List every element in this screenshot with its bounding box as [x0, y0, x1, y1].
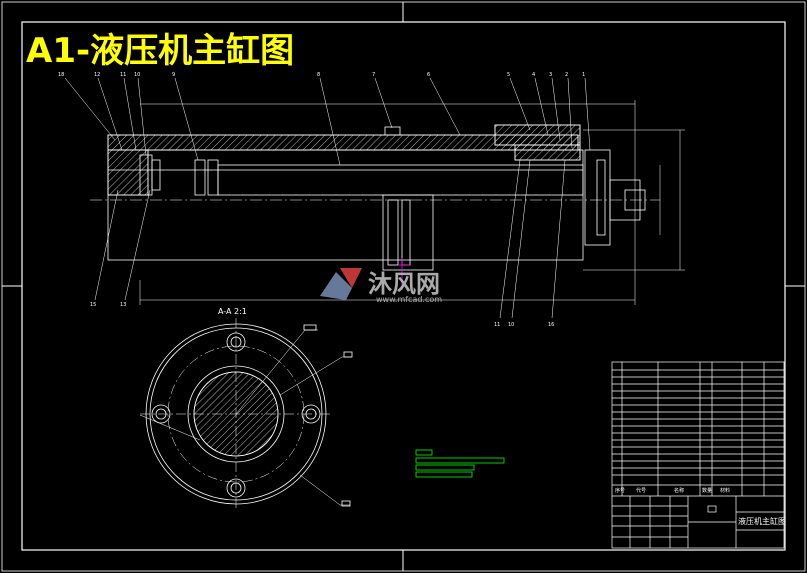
watermark-logo-icon	[320, 268, 362, 300]
part-number: 10	[508, 322, 514, 328]
part-number: 10	[134, 72, 140, 78]
watermark-url: www.mfcad.com	[376, 295, 442, 304]
part-number: 4	[532, 72, 535, 78]
header-col: 数量	[702, 487, 712, 494]
part-number: 1	[582, 72, 585, 78]
header-col: 名称	[674, 487, 684, 494]
part-number: 13	[120, 302, 126, 308]
drawing-name: 液压机主缸图	[738, 516, 786, 526]
part-number: 11	[120, 72, 126, 78]
parts-list-table	[611, 361, 785, 549]
part-number: 16	[548, 322, 554, 328]
part-number: 3	[549, 72, 552, 78]
header-col: 序号	[615, 487, 625, 494]
header-col: 材料	[720, 487, 730, 494]
part-number: 9	[172, 72, 175, 78]
cylinder-side-view	[64, 77, 685, 319]
section-view-a-a	[139, 318, 353, 510]
part-number: 11	[494, 322, 500, 328]
parts-list-header: 序号 代号 名称 数量 材料	[615, 487, 730, 494]
drawing-title: A1-液压机主缸图	[26, 31, 294, 71]
part-number: 12	[94, 72, 100, 78]
technical-notes	[415, 449, 505, 478]
header-col: 代号	[636, 487, 646, 494]
part-number: 7	[372, 72, 375, 78]
part-number: 5	[507, 72, 510, 78]
part-number-labels: 18 12 11 10 9 8 7 6 5 4 3 2 1 15 13 11 1…	[58, 72, 585, 328]
part-number: 15	[90, 302, 96, 308]
part-number: 6	[427, 72, 430, 78]
cursor-marker	[398, 258, 410, 290]
part-number: 8	[317, 72, 320, 78]
watermark-brand: 沐风网	[368, 270, 440, 298]
part-number: 18	[58, 72, 64, 78]
part-number: 2	[565, 72, 568, 78]
watermark: 沐风网 www.mfcad.com	[320, 268, 442, 304]
section-label: A-A 2:1	[218, 307, 247, 316]
